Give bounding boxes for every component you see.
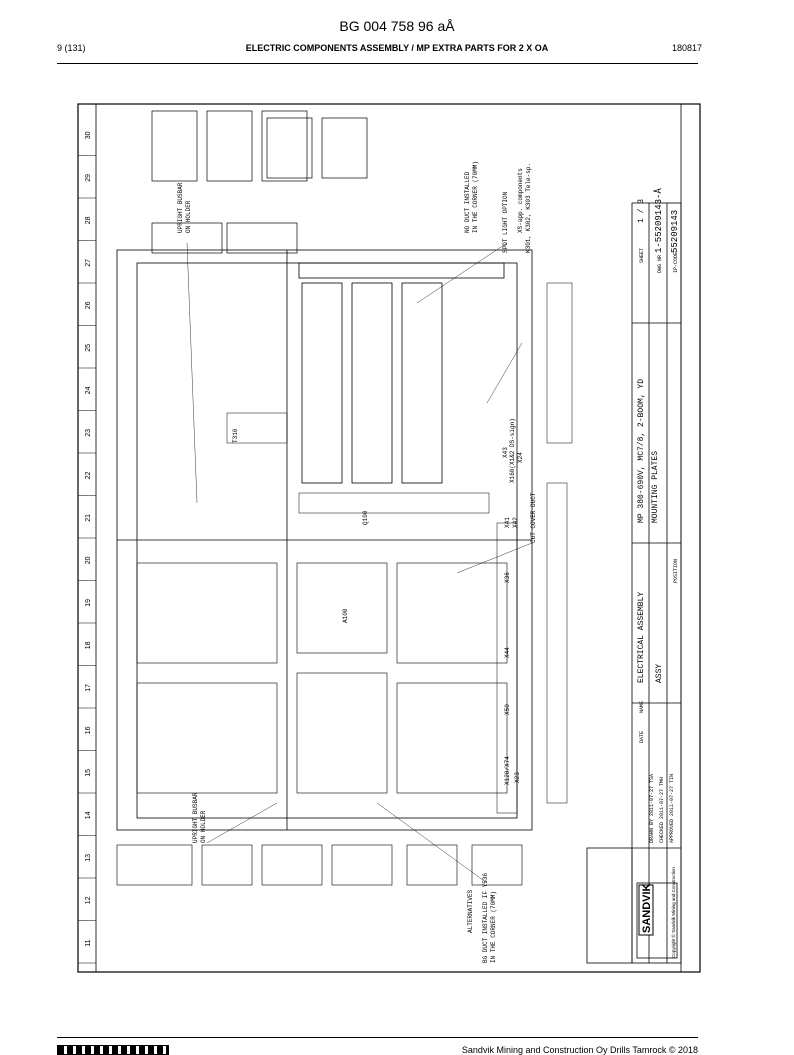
breakers-top xyxy=(151,110,368,254)
footer-copyright: Sandvik Mining and Construction Oy Drill… xyxy=(461,1045,698,1055)
label-bg-corner: IN THE CORNER (70MM) xyxy=(490,891,497,963)
label-x50: X50 xyxy=(504,704,511,715)
label-alternatives: ALTERNATIVES xyxy=(467,889,474,933)
title-block xyxy=(586,202,682,964)
grid-number: 18 xyxy=(85,641,92,649)
grid-number: 25 xyxy=(85,344,92,352)
grid-number: 27 xyxy=(85,259,92,267)
tb-dwg-label: DWG NR xyxy=(657,255,663,273)
tb-category: ELECTRICAL ASSEMBLY xyxy=(637,592,646,683)
document-date: 180817 xyxy=(671,43,702,53)
grid-number: 22 xyxy=(85,471,92,479)
header-rule xyxy=(57,63,698,64)
label-x120: X120/X74 xyxy=(504,756,511,785)
label-spot-light: SPOT LIGHT OPTION xyxy=(502,191,509,253)
tb-copyright: Copyright © Sandvik Mining and Construct… xyxy=(670,867,676,958)
label-x41: X41 xyxy=(504,517,511,528)
grid-number: 20 xyxy=(85,556,92,564)
grid-numbers: 11 12 13 14 15 16 17 18 19 20 21 22 23 24 25 26 27 28 29 30 xyxy=(78,131,96,964)
grid-number: 24 xyxy=(85,386,92,394)
breaker-rows-lower xyxy=(136,562,508,794)
label-xs-components: XS-app. components xyxy=(517,168,524,233)
label-upright-busbar-top: UPRIGHT BUSBAR xyxy=(177,182,184,233)
grid-number: 19 xyxy=(85,599,92,607)
label-x43: X43 xyxy=(502,447,509,458)
label-upright-busbar-bottom: UPRIGHT BUSBAR xyxy=(192,792,199,843)
tb-title-line1: MP 380-690V, MC7/8, 2-BOOM, YD xyxy=(637,379,646,523)
tb-approved: APPROVED 2011-07-27 TIN xyxy=(669,774,675,843)
leader-lines xyxy=(186,242,533,884)
label-a100: A100 xyxy=(342,608,349,623)
tb-title-line2: MOUNTING PLATES xyxy=(651,451,660,523)
grid-number: 30 xyxy=(85,131,92,139)
tb-dwg-value: 1-55209143-Å xyxy=(653,188,664,253)
electrical-drawing: 11 12 13 14 15 16 17 18 19 20 21 22 23 24 25 26 27 28 29 30 xyxy=(77,103,701,973)
label-bg-duct: BG DUCT INSTALLED IF Y536 xyxy=(482,873,489,963)
label-x44: X44 xyxy=(504,647,511,658)
label-x24: X24 xyxy=(517,452,524,463)
label-no-duct: NO DUCT INSTALLED xyxy=(464,171,471,233)
tb-position-label: POSITION xyxy=(673,559,679,583)
page-number: 9 (131) xyxy=(57,43,86,53)
tb-name-col: NAME xyxy=(639,701,645,713)
components-bottom xyxy=(116,844,523,886)
tb-drawn: DRAWN BY 2011-07-27 TSA xyxy=(649,774,655,843)
section-title: ELECTRIC COMPONENTS ASSEMBLY / MP EXTRA … xyxy=(245,43,549,53)
tb-company: SANDVIK xyxy=(641,883,653,933)
tb-sheet-value: 1 / 3 xyxy=(637,199,646,223)
tb-ipcode-label: IP-CODE xyxy=(673,252,679,273)
label-on-holder-bottom: ON HOLDER xyxy=(200,810,207,843)
label-t310: T310 xyxy=(232,428,239,443)
label-x23: X23 xyxy=(514,772,521,783)
grid-number: 29 xyxy=(85,174,92,182)
grid-number: 16 xyxy=(85,726,92,734)
tb-type: ASSY xyxy=(655,664,664,683)
label-x42: X42 xyxy=(512,517,519,528)
drawing-frame xyxy=(77,103,701,973)
footer-rule xyxy=(57,1037,698,1038)
label-on-holder-top: ON HOLDER xyxy=(185,200,192,233)
tb-ipcode-value: 55209143 xyxy=(670,210,680,253)
grid-number: 15 xyxy=(85,769,92,777)
grid-number: 12 xyxy=(85,896,92,904)
terminal-strips xyxy=(226,282,573,814)
footer-logo xyxy=(57,1045,169,1055)
grid-number: 17 xyxy=(85,684,92,692)
grid-number: 23 xyxy=(85,429,92,437)
label-x160: X160(X1&2 DS-sign) xyxy=(509,418,516,483)
grid-number: 26 xyxy=(85,301,92,309)
label-in-corner: IN THE CORNER (70MM) xyxy=(472,161,479,233)
grid-number: 11 xyxy=(85,939,92,946)
grid-number: 13 xyxy=(85,854,92,862)
sandvik-logo: SANDVIK Copyright © Sandvik Mining and C… xyxy=(638,867,676,958)
document-id: BG 004 758 96 aÅ xyxy=(339,18,455,34)
label-cut-cover: CUT COVER DUCT xyxy=(530,492,537,543)
tb-sheet-label: SHEET xyxy=(639,248,645,263)
grid-number: 14 xyxy=(85,811,92,819)
grid-number: 28 xyxy=(85,216,92,224)
tb-checked: CHECKED 2011-07-27 TMH xyxy=(659,777,665,843)
grid-number: 21 xyxy=(85,514,92,522)
label-k301: K301, K302, K303 Tele-sp. xyxy=(525,163,532,253)
tb-date-col: DATE xyxy=(639,731,645,743)
label-q100: Q100 xyxy=(362,510,369,525)
label-x36: X36 xyxy=(504,572,511,583)
